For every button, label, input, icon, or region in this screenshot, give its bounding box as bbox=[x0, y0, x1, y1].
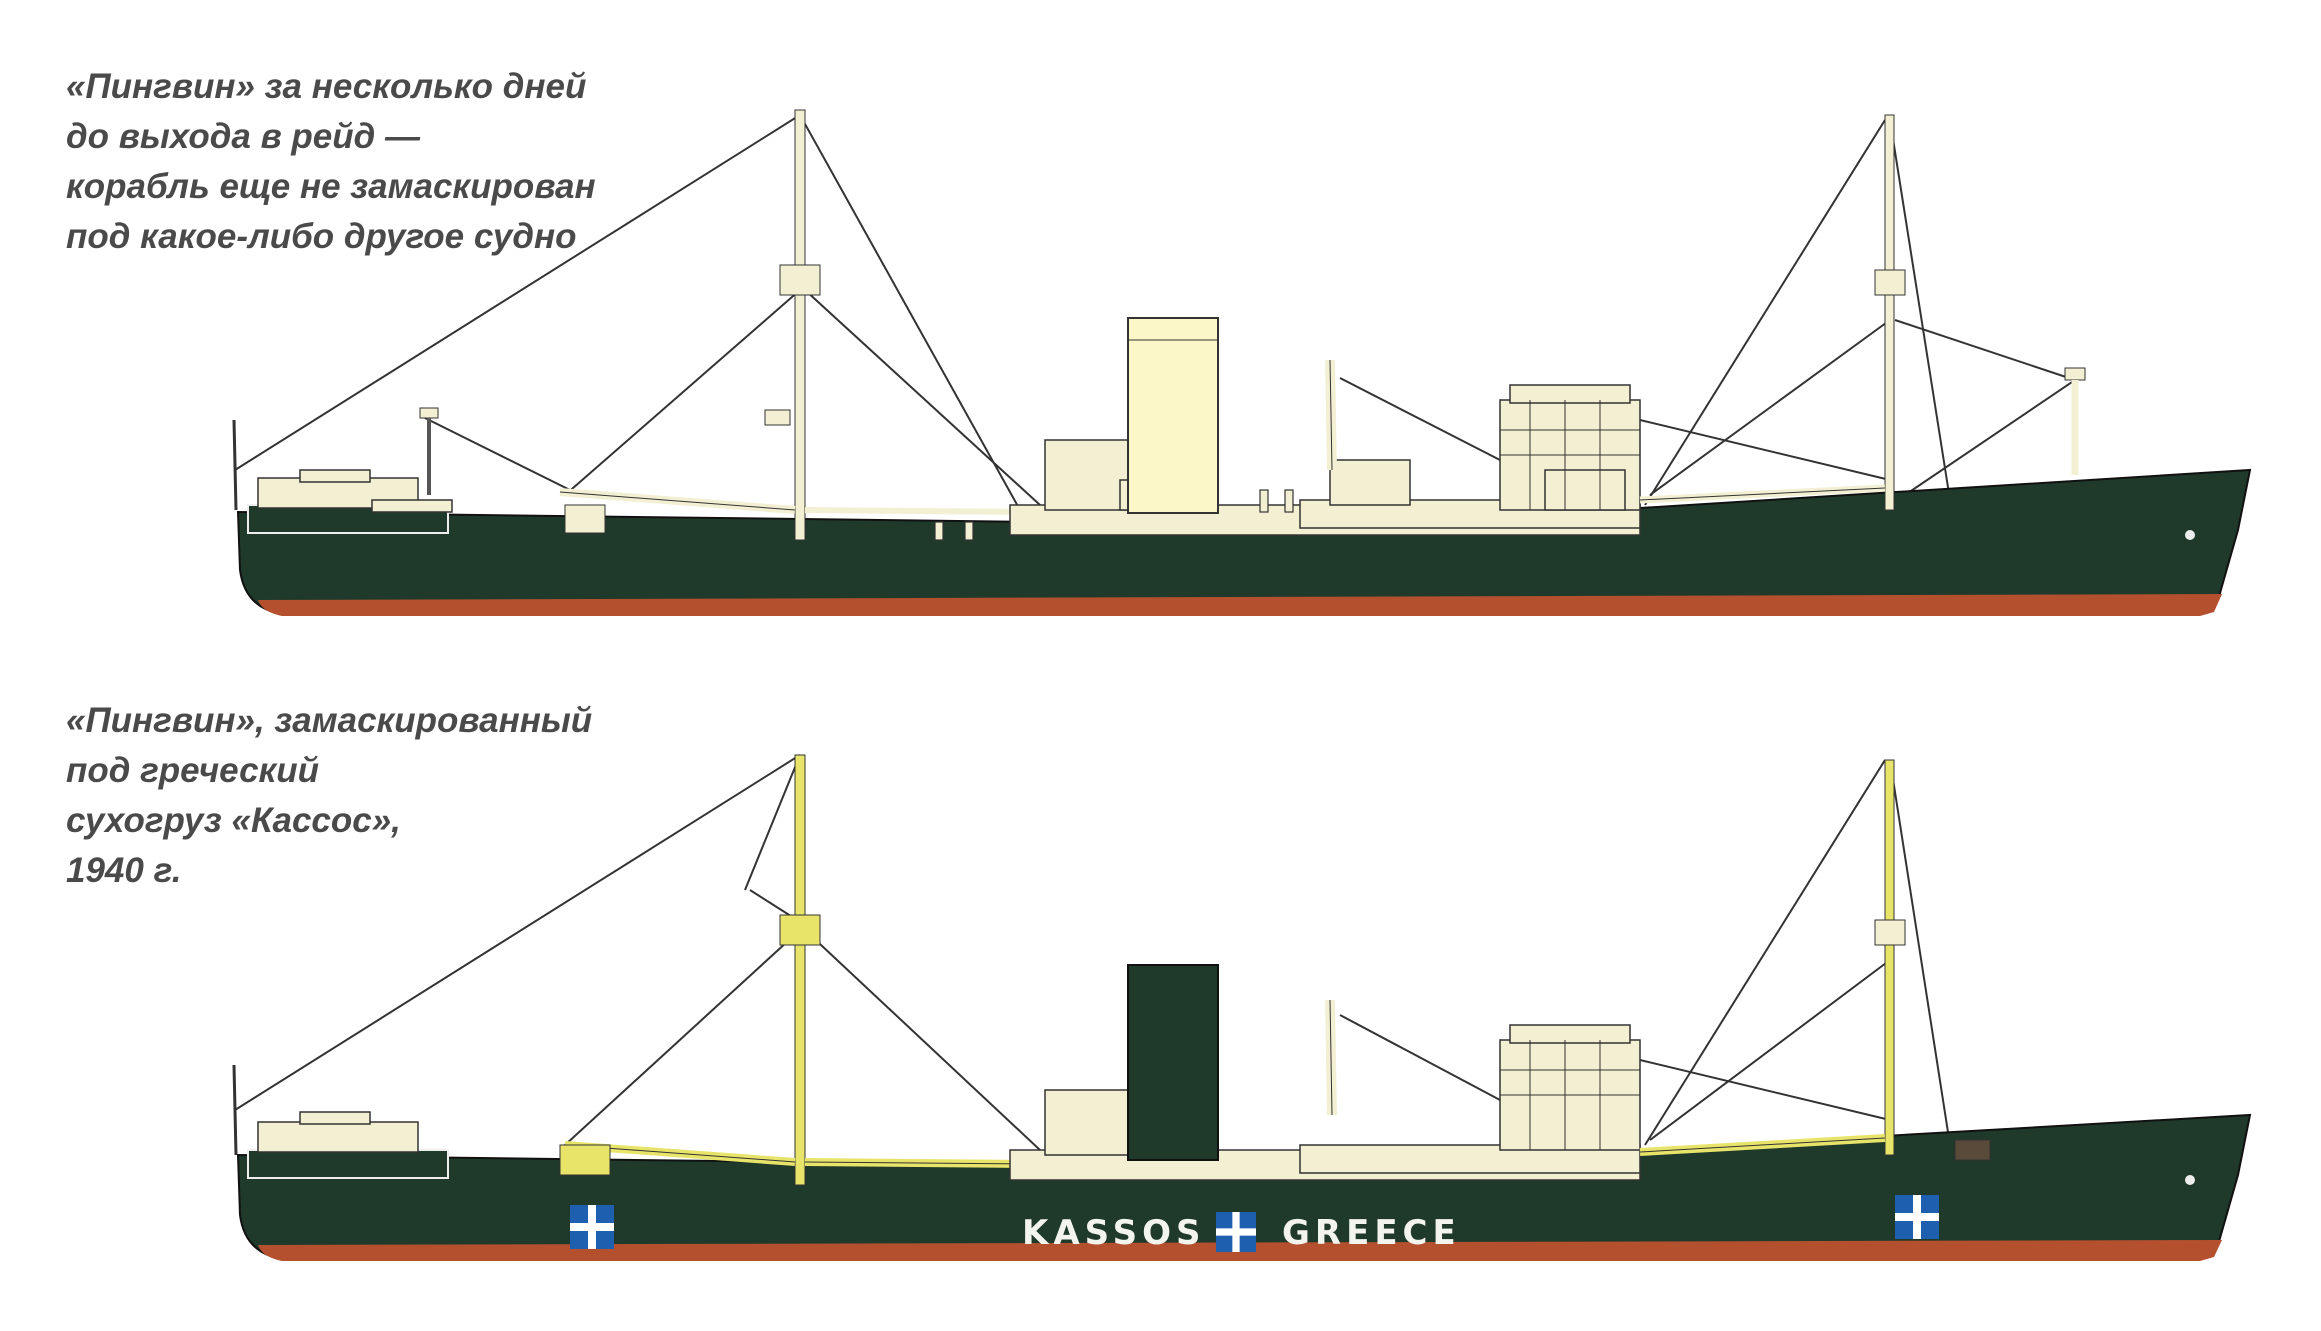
greek-flag-icon bbox=[1895, 1195, 1939, 1239]
funnel-bottom bbox=[1127, 964, 1219, 1161]
caption-bottom-line-2: под греческий bbox=[66, 751, 320, 790]
aft-mast-bottom bbox=[559, 754, 1031, 1186]
caption-top: «Пингвин» за несколько дней до выхода в … bbox=[66, 62, 596, 262]
portholes-top bbox=[2185, 530, 2195, 540]
caption-top-line-2: до выхода в рейд — bbox=[66, 117, 421, 156]
caption-top-line-3: корабль еще не замаскирован bbox=[66, 167, 596, 206]
midship-superstructure-top bbox=[934, 317, 1641, 541]
rigging-bottom bbox=[234, 754, 1951, 1151]
caption-top-line-4: под какое-либо другое судно bbox=[66, 217, 577, 256]
caption-bottom-line-1: «Пингвин», замаскированный bbox=[66, 701, 593, 740]
greek-flag-icon bbox=[1216, 1212, 1256, 1252]
greek-flag-icon bbox=[570, 1205, 614, 1249]
boot-topping-top bbox=[258, 594, 2222, 616]
midship-superstructure-bottom bbox=[1009, 964, 1641, 1181]
fore-mast-top bbox=[1639, 114, 2086, 511]
caption-top-line-1: «Пингвин» за несколько дней bbox=[66, 67, 587, 106]
caption-bottom-line-3: сухогруз «Кассос», bbox=[66, 801, 401, 840]
caption-bottom: «Пингвин», замаскированный под греческий… bbox=[66, 696, 592, 896]
aft-deckhouse-top bbox=[232, 407, 453, 534]
hull-name: KASSOS bbox=[1022, 1213, 1206, 1253]
rigging-top bbox=[234, 114, 2076, 511]
hull-country: GREECE bbox=[1282, 1213, 1461, 1253]
hull-top bbox=[236, 468, 2252, 615]
fore-mast-bottom bbox=[1639, 759, 1991, 1161]
aft-mast-top bbox=[559, 109, 1031, 541]
ship-profile-undisguised bbox=[232, 109, 2252, 616]
aft-deckhouse-bottom bbox=[232, 1064, 449, 1179]
ship-profile-disguised: KASSOS GREECE bbox=[232, 754, 2252, 1261]
caption-bottom-line-4: 1940 г. bbox=[66, 851, 182, 890]
funnel-top bbox=[1127, 317, 1219, 514]
